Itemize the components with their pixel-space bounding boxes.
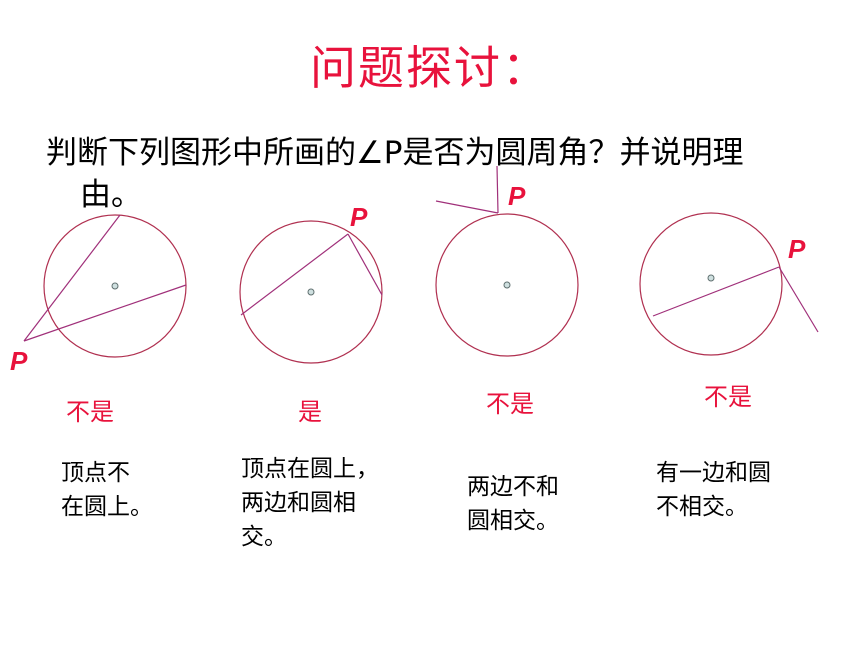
figure-2-answer: 是	[298, 398, 322, 426]
figure-2-reason-line: 顶点在圆上，	[241, 456, 379, 482]
figure-3-reason-line: 圆相交。	[467, 508, 559, 534]
figure-3-circle	[435, 213, 579, 357]
figure-4-point-label: P	[788, 234, 806, 264]
figure-4: P	[639, 212, 819, 356]
figure-2-center	[307, 288, 315, 296]
figure-3-side-a	[496, 165, 499, 214]
figure-4-reason-line: 不相交。	[656, 494, 748, 520]
figure-4-center	[707, 274, 715, 282]
figure-1-side-a	[23, 214, 121, 342]
figure-1-answer: 不是	[66, 398, 114, 426]
figure-2-reason-line: 交。	[241, 524, 287, 550]
figure-2-point-label: P	[350, 202, 368, 232]
figure-1: P	[10, 214, 187, 376]
figure-4-answer: 不是	[704, 383, 752, 411]
question-line-1: 判断下列图形中所画的∠P是否为圆周角？并说明理	[46, 135, 744, 171]
figure-1-point-label: P	[10, 346, 28, 376]
figure-4-circle	[639, 212, 783, 356]
figure-1-reason: 顶点不 在圆上。	[61, 456, 153, 524]
figure-3-answer: 不是	[486, 390, 534, 418]
figure-4-side-b	[778, 266, 819, 333]
figure-4-reason: 有一边和圆 不相交。	[656, 456, 771, 524]
figure-1-reason-line: 在圆上。	[61, 494, 153, 520]
figure-1-reason-line: 顶点不	[61, 460, 130, 486]
figure-1-side-b	[23, 284, 187, 342]
figure-3-center	[503, 281, 511, 289]
figure-4-reason-line: 有一边和圆	[656, 460, 771, 486]
figure-3: P	[435, 165, 579, 357]
figure-4-side-a	[652, 266, 780, 317]
figure-2-side-a	[240, 233, 349, 316]
figure-1-circle	[43, 214, 187, 358]
figure-2-reason: 顶点在圆上， 两边和圆相 交。	[241, 452, 379, 554]
figure-1-center	[111, 282, 119, 290]
question-line-2: 由。	[80, 177, 142, 213]
question-text: 判断下列图形中所画的∠P是否为圆周角？并说明理 由。	[46, 132, 826, 216]
figure-3-side-b	[435, 200, 499, 214]
page-title: 问题探讨：	[310, 41, 550, 95]
figure-3-point-label: P	[508, 181, 526, 211]
figure-2-reason-line: 两边和圆相	[241, 490, 356, 516]
figure-3-reason: 两边不和 圆相交。	[467, 470, 559, 538]
figure-2: P	[239, 202, 383, 364]
figure-3-reason-line: 两边不和	[467, 474, 559, 500]
figure-2-circle	[239, 220, 383, 364]
figure-2-side-b	[347, 233, 383, 296]
